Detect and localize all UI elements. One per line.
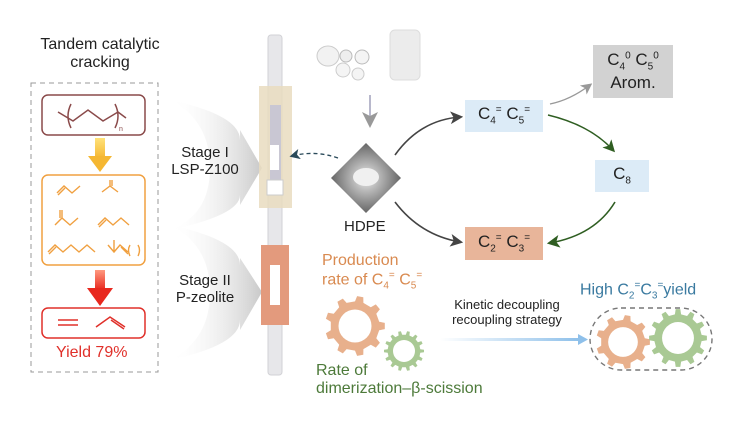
stage1-flow-arrow-icon	[170, 100, 262, 230]
coupled-green-gear-icon	[649, 309, 707, 367]
high-yield-label: High C2=C3=yield	[580, 280, 697, 302]
tandem-panel-border	[30, 82, 159, 373]
arrow-hdpe-to-c2c3	[394, 201, 464, 247]
c4c5-olefins-box: C4= C5=	[465, 100, 543, 132]
dimerization-gear-icon	[384, 331, 424, 371]
yield-label: Yield 79%	[56, 344, 128, 361]
polymer-box	[41, 94, 146, 136]
c8-box: C8	[595, 160, 649, 192]
arrow-hdpe-to-c4c5	[394, 111, 464, 156]
hdpe-label: HDPE	[344, 218, 386, 235]
plastic-waste-photo	[316, 29, 421, 81]
dashed-link-arrow	[289, 149, 339, 160]
ethylene-propylene-structure-icon	[58, 316, 126, 330]
stage2-flow-arrow-icon	[170, 225, 262, 360]
production-gear-icon	[325, 296, 385, 356]
byproducts-box: C40 C50 Arom.	[593, 45, 673, 98]
yellow-arrow-icon	[95, 138, 105, 158]
coupled-gears-outline	[589, 307, 713, 371]
red-arrow-icon	[95, 270, 105, 290]
strategy-arrow	[440, 338, 580, 341]
hdpe-powder-image	[331, 143, 401, 213]
olefin-structures-icon	[47, 180, 141, 257]
c2c3-olefins-box: C2= C3=	[465, 227, 543, 260]
arrow-c4c5-to-c8	[547, 114, 616, 153]
coupled-orange-gear-icon	[596, 315, 650, 369]
polyethylene-structure-icon	[57, 103, 127, 129]
arrow-c8-to-c2c3	[546, 201, 616, 248]
light-olefins-box	[41, 307, 146, 339]
arrow-c4c5-to-byproducts	[549, 83, 593, 105]
production-rate-label: Production rate of C4= C5=	[322, 252, 423, 292]
intermediates-box	[41, 174, 146, 266]
polymer-subscript: n	[119, 126, 123, 133]
